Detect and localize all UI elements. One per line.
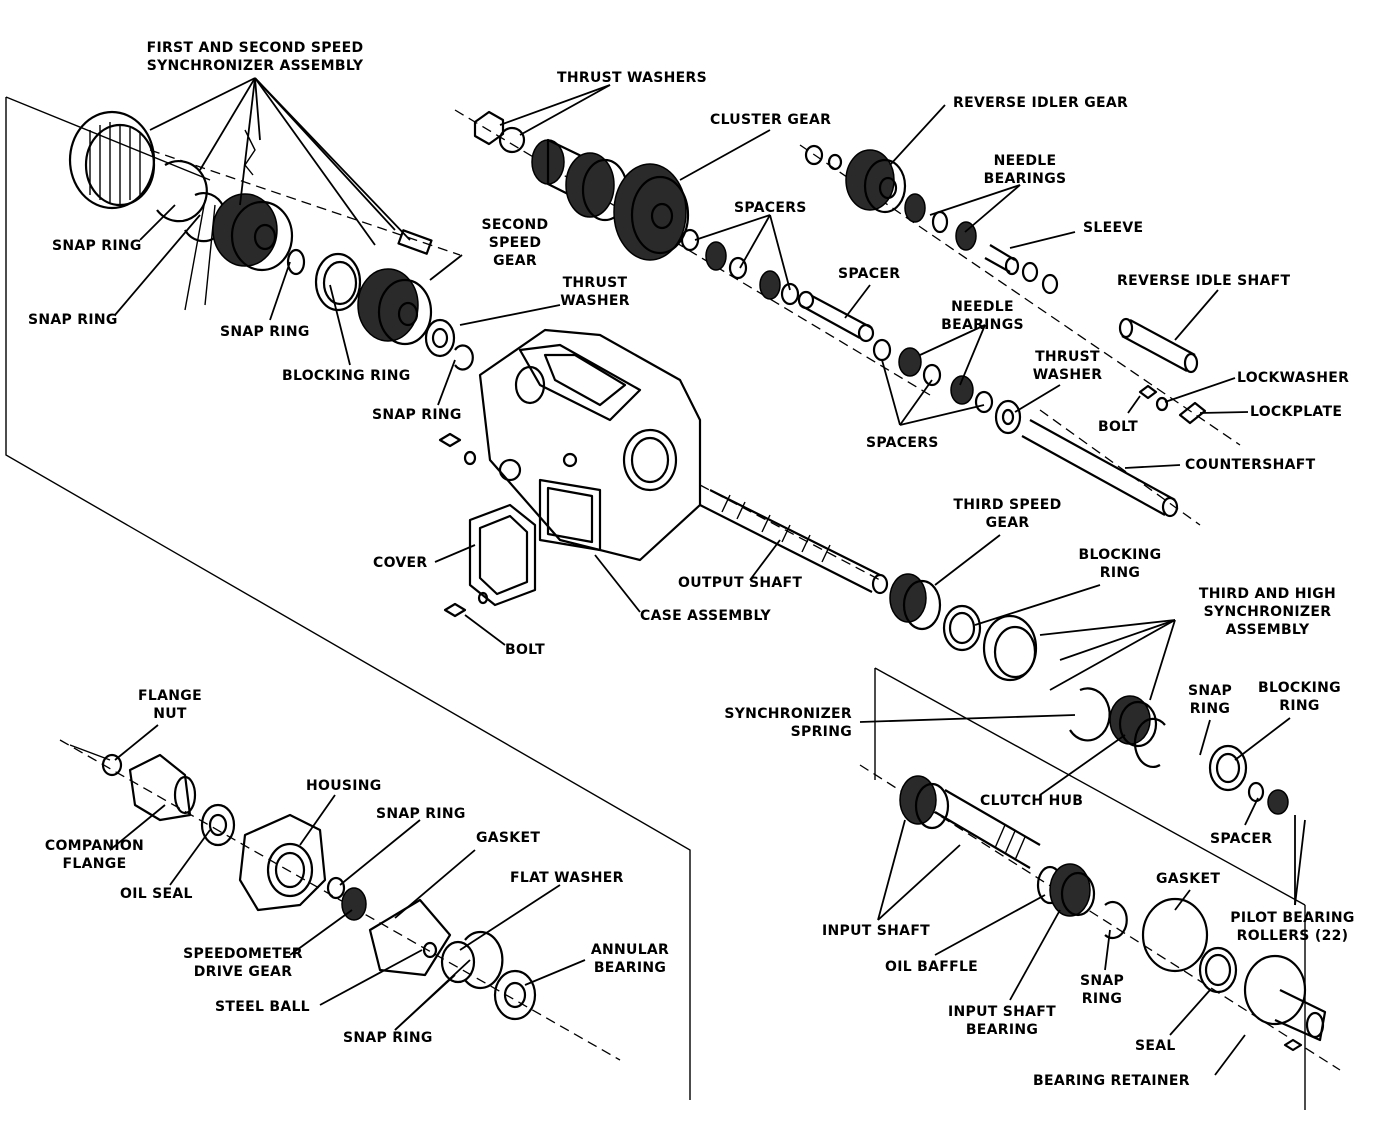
label-reverse-idle-shaft: REVERSE IDLE SHAFT [1117, 273, 1291, 289]
label-annular-bearing: ANNULAR BEARING [590, 942, 670, 976]
label-clutch-hub: CLUTCH HUB [980, 793, 1084, 809]
label-input-shaft-bearing: INPUT SHAFT BEARING [947, 1004, 1057, 1038]
third-high-parts [889, 573, 1289, 815]
label-needle-bearings-top: NEEDLE BEARINGS [983, 153, 1067, 187]
label-housing: HOUSING [306, 778, 382, 794]
label-thrust-washers: THRUST WASHERS [557, 70, 707, 86]
label-speedometer-drive-gear: SPEEDOMETER DRIVE GEAR [183, 946, 303, 980]
label-reverse-idler-gear: REVERSE IDLER GEAR [953, 95, 1129, 111]
label-blocking-ring-2: BLOCKING RING [1078, 547, 1162, 581]
reverse-idler-parts [804, 144, 1207, 425]
label-spacers-mid: SPACERS [866, 435, 939, 451]
label-lockwasher: LOCKWASHER [1237, 370, 1350, 386]
label-output-shaft: OUTPUT SHAFT [678, 575, 803, 591]
label-snap-ring-2: SNAP RING [28, 312, 118, 328]
label-needle-bearings-mid: NEEDLE BEARINGS [941, 299, 1024, 333]
label-lockplate: LOCKPLATE [1250, 404, 1343, 420]
label-cluster-gear: CLUSTER GEAR [710, 112, 832, 128]
label-blocking-ring-3: BLOCKING RING [1258, 680, 1341, 714]
label-snap-ring-8: SNAP RING [343, 1030, 433, 1046]
label-seal: SEAL [1135, 1038, 1176, 1054]
label-spacer: SPACER [838, 266, 901, 282]
label-steel-ball: STEEL BALL [215, 999, 310, 1015]
label-blocking-ring-1: BLOCKING RING [282, 368, 411, 384]
label-flange-nut: FLANGE NUT [138, 688, 202, 722]
label-pilot-bearing-rollers: PILOT BEARING ROLLERS (22) [1230, 910, 1355, 944]
extension-housing-parts [101, 753, 537, 1021]
case-assembly-drawing [438, 328, 702, 618]
label-second-speed-gear: SECOND SPEED GEAR [481, 217, 549, 269]
label-third-speed-gear: THIRD SPEED GEAR [953, 497, 1062, 531]
leader-lines [109, 77, 1306, 1076]
label-spacers-top: SPACERS [734, 200, 807, 216]
label-snap-ring-6: SNAP RING [376, 806, 466, 822]
label-snap-ring-3: SNAP RING [220, 324, 310, 340]
output-shaft-drawing [699, 489, 889, 595]
label-flat-washer: FLAT WASHER [510, 870, 624, 886]
label-oil-seal: OIL SEAL [120, 886, 193, 902]
label-cover: COVER [373, 555, 428, 571]
label-snap-ring-7: SNAP RING [1079, 973, 1125, 1007]
label-bolt-2: BOLT [505, 642, 545, 658]
label-sleeve: SLEEVE [1083, 220, 1144, 236]
cluster-gear-parts [473, 110, 1179, 518]
label-thrust-washer-2: THRUST WASHER [1032, 349, 1103, 383]
label-synchronizer-spring: SYNCHRONIZER SPRING [724, 706, 852, 740]
first-second-synchronizer-parts [68, 110, 474, 371]
label-input-shaft: INPUT SHAFT [822, 923, 931, 939]
panel-borders [5, 96, 1306, 1110]
label-thrust-washer-1: THRUST WASHER [560, 275, 630, 309]
label-snap-ring-4: SNAP RING [372, 407, 462, 423]
label-first-second-synchro: FIRST AND SECOND SPEED SYNCHRONIZER ASSE… [146, 40, 364, 74]
label-gasket-2: GASKET [1156, 871, 1221, 887]
label-gasket-1: GASKET [476, 830, 541, 846]
label-third-high-synchro: THIRD AND HIGH SYNCHRONIZER ASSEMBLY [1198, 586, 1337, 638]
label-oil-baffle: OIL BAFFLE [885, 959, 979, 975]
label-case-assembly: CASE ASSEMBLY [640, 608, 771, 624]
input-shaft-parts [899, 775, 1327, 1052]
label-bearing-retainer: BEARING RETAINER [1033, 1073, 1190, 1089]
label-bolt-1: BOLT [1098, 419, 1138, 435]
label-snap-ring-5: SNAP RING [1187, 683, 1233, 717]
label-snap-ring-1: SNAP RING [52, 238, 142, 254]
label-companion-flange: COMPANION FLANGE [44, 838, 145, 872]
label-spacer-2: SPACER [1210, 831, 1273, 847]
label-countershaft: COUNTERSHAFT [1185, 457, 1316, 473]
